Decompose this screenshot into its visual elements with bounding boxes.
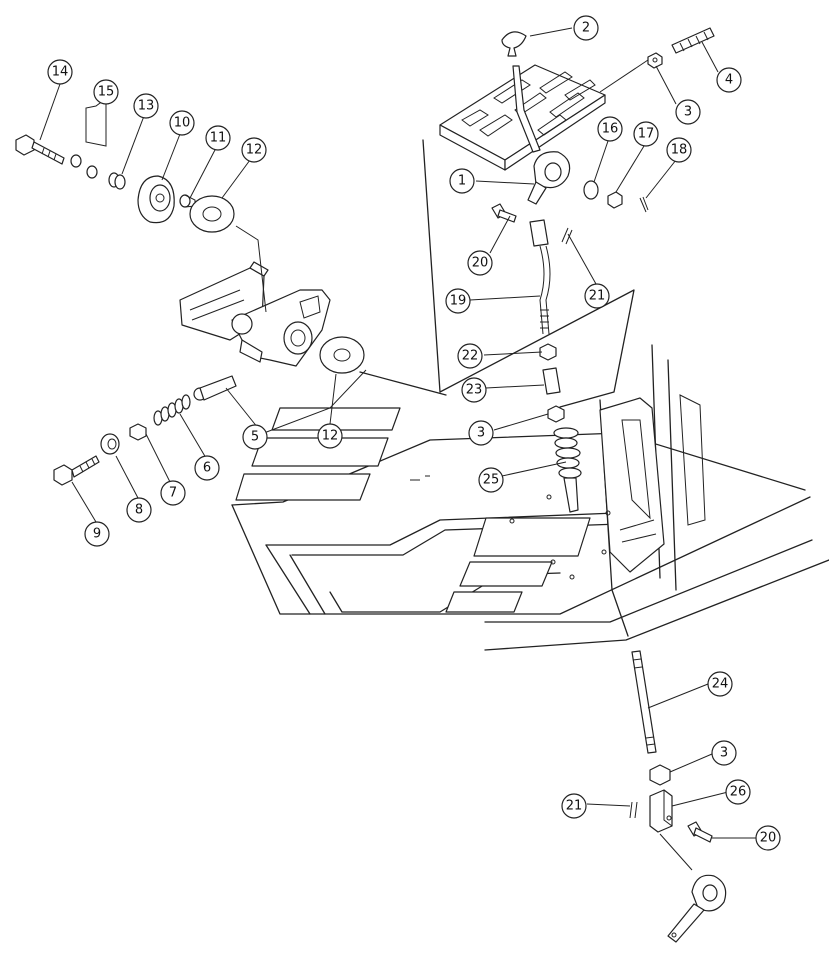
floor-panel bbox=[231, 139, 829, 651]
callout-3-low: 3 bbox=[711, 740, 737, 766]
svg-text:24: 24 bbox=[712, 677, 729, 692]
callout-23: 23 bbox=[461, 377, 487, 403]
svg-text:5: 5 bbox=[251, 430, 259, 445]
leader-lines bbox=[39, 27, 756, 839]
svg-text:3: 3 bbox=[720, 746, 728, 761]
lower-lever-arm bbox=[659, 833, 727, 943]
svg-text:21: 21 bbox=[589, 289, 606, 304]
nut-22 bbox=[539, 343, 557, 361]
pedal-bracket bbox=[179, 261, 331, 367]
callout-13: 13 bbox=[133, 93, 159, 119]
nut-3-top bbox=[647, 52, 663, 69]
svg-text:4: 4 bbox=[725, 73, 733, 88]
svg-text:6: 6 bbox=[203, 461, 211, 476]
callout-16: 16 bbox=[597, 116, 623, 142]
cotter-pin-21-low bbox=[629, 801, 638, 819]
callout-3-mid: 3 bbox=[468, 420, 494, 446]
callout-12-top: 12 bbox=[241, 137, 267, 163]
callout-18: 18 bbox=[666, 137, 692, 163]
svg-text:19: 19 bbox=[450, 294, 467, 309]
rod-24 bbox=[631, 650, 657, 754]
svg-text:15: 15 bbox=[98, 85, 115, 100]
callout-7: 7 bbox=[160, 480, 186, 506]
bolt-9 bbox=[53, 455, 100, 486]
callout-3: 3 bbox=[675, 99, 701, 125]
svg-text:10: 10 bbox=[174, 116, 191, 131]
svg-text:3: 3 bbox=[684, 105, 692, 120]
cotter-pin-18 bbox=[639, 196, 649, 213]
svg-text:18: 18 bbox=[671, 143, 688, 158]
callout-1: 1 bbox=[449, 168, 475, 194]
callout-17: 17 bbox=[633, 121, 659, 147]
callout-14: 14 bbox=[47, 59, 73, 85]
svg-text:12: 12 bbox=[246, 143, 263, 158]
svg-text:13: 13 bbox=[138, 99, 155, 114]
svg-text:20: 20 bbox=[760, 831, 777, 846]
washer-15a bbox=[70, 154, 82, 168]
svg-text:7: 7 bbox=[169, 486, 177, 501]
svg-text:23: 23 bbox=[466, 383, 483, 398]
callout-8: 8 bbox=[126, 497, 152, 523]
boot-25 bbox=[553, 427, 582, 513]
bolt-14 bbox=[15, 134, 65, 165]
joint-26 bbox=[649, 789, 673, 833]
callout-6: 6 bbox=[194, 455, 220, 481]
callout-11: 11 bbox=[205, 125, 231, 151]
svg-text:21: 21 bbox=[566, 799, 583, 814]
spring-6 bbox=[153, 394, 191, 426]
washer-15b bbox=[86, 165, 98, 179]
svg-text:16: 16 bbox=[602, 122, 619, 137]
svg-text:11: 11 bbox=[210, 131, 227, 146]
pulley-10 bbox=[137, 175, 175, 224]
nut-17 bbox=[607, 191, 623, 209]
callout-24: 24 bbox=[707, 671, 733, 697]
stud-bolt-4 bbox=[671, 27, 715, 54]
callout-25: 25 bbox=[478, 467, 504, 493]
svg-text:26: 26 bbox=[730, 785, 747, 800]
callout-21-top: 21 bbox=[584, 283, 610, 309]
svg-text:9: 9 bbox=[93, 527, 101, 542]
svg-text:22: 22 bbox=[462, 349, 479, 364]
callout-12-low: 12 bbox=[317, 423, 343, 449]
svg-text:3: 3 bbox=[477, 426, 485, 441]
nut-3-low bbox=[649, 764, 671, 786]
sleeve-23 bbox=[542, 367, 561, 395]
callout-19: 19 bbox=[445, 288, 471, 314]
svg-text:20: 20 bbox=[472, 256, 489, 271]
callout-20-low: 20 bbox=[755, 825, 781, 851]
callout-26: 26 bbox=[725, 779, 751, 805]
collar-8 bbox=[100, 433, 120, 455]
svg-text:1: 1 bbox=[458, 174, 466, 189]
callout-4: 4 bbox=[716, 67, 742, 93]
callout-5: 5 bbox=[242, 424, 268, 450]
shaft-5 bbox=[193, 375, 237, 401]
callout-22: 22 bbox=[457, 343, 483, 369]
callout-21-low: 21 bbox=[561, 793, 587, 819]
callout-2: 2 bbox=[573, 15, 599, 41]
washer-16 bbox=[583, 180, 599, 200]
cotter-pin-21-top bbox=[561, 227, 573, 245]
shift-lever bbox=[501, 31, 571, 205]
callout-10: 10 bbox=[169, 110, 195, 136]
link-rod-19 bbox=[529, 219, 551, 335]
callout-20-top: 20 bbox=[467, 250, 493, 276]
spacer-13 bbox=[108, 172, 126, 190]
washer-12-top bbox=[189, 195, 235, 233]
callout-9: 9 bbox=[84, 521, 110, 547]
callout-15: 15 bbox=[93, 79, 119, 105]
svg-text:17: 17 bbox=[638, 127, 655, 142]
svg-text:12: 12 bbox=[322, 429, 339, 444]
nut-3-mid bbox=[547, 405, 565, 423]
svg-text:8: 8 bbox=[135, 503, 143, 518]
nut-7 bbox=[129, 423, 147, 441]
bolt-20-low bbox=[687, 821, 713, 843]
svg-text:25: 25 bbox=[483, 473, 500, 488]
svg-text:2: 2 bbox=[582, 21, 590, 36]
bolt-20-top bbox=[491, 203, 517, 223]
svg-text:14: 14 bbox=[52, 65, 69, 80]
washer-12-low bbox=[319, 336, 365, 374]
